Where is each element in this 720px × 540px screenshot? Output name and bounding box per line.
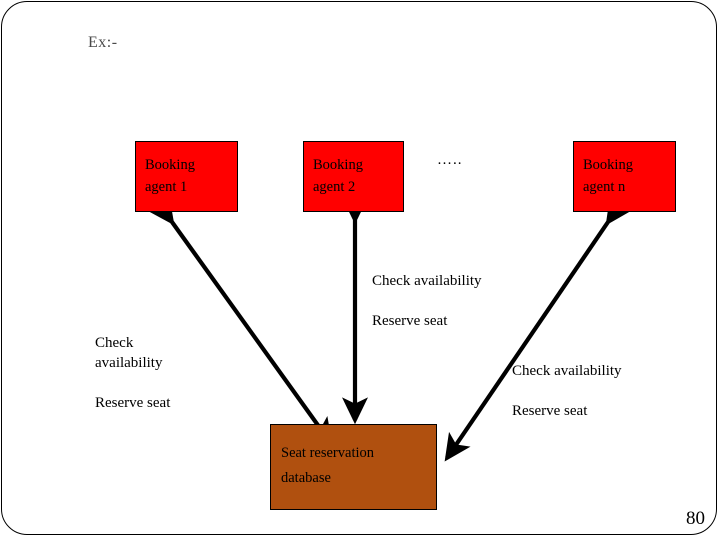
- intro-label: Ex:-: [88, 34, 118, 51]
- arrow-agentn-database: [444, 195, 632, 462]
- booking-agent-2-box: Booking agent 2: [303, 141, 404, 212]
- page-number: 80: [686, 508, 705, 529]
- arrow-agent1-database: [148, 195, 333, 446]
- caption-left: Check availability Reserve seat: [95, 335, 171, 411]
- seat-reservation-database-box: Seat reservation database: [270, 424, 437, 510]
- booking-agent-1-box: Booking agent 1: [135, 141, 238, 212]
- caption-center: Check availability Reserve seat: [372, 273, 482, 329]
- booking-agent-n-box: Booking agent n: [573, 141, 676, 212]
- agents-ellipsis: …..: [437, 152, 463, 168]
- caption-right: Check availability Reserve seat: [512, 363, 622, 419]
